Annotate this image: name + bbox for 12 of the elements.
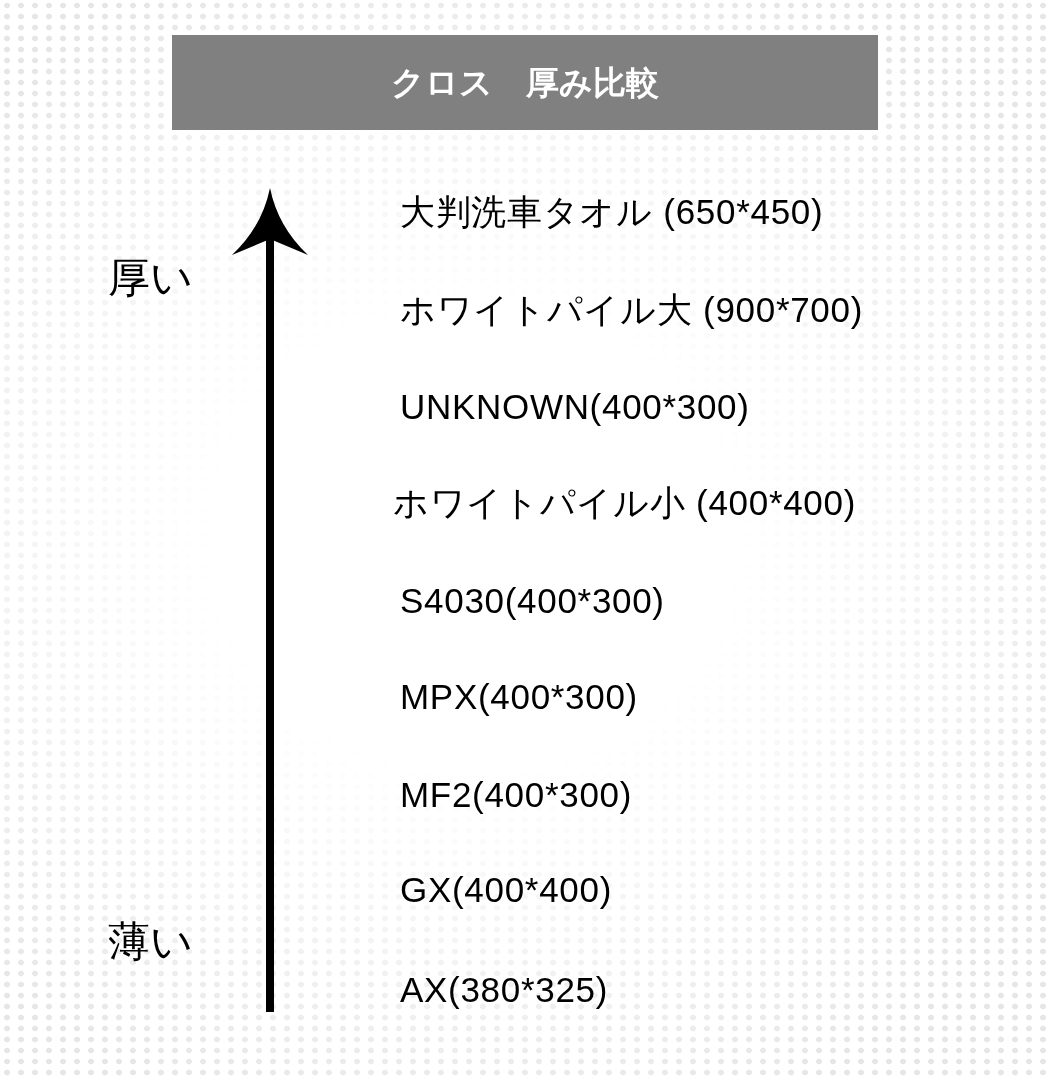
cloth-size-label: ホワイトパイル小 (400*400) [393,482,857,525]
cloth-size-label: UNKNOWN(400*300) [400,386,750,429]
cloth-size-label: AX(380*325) [400,969,609,1012]
title-text: クロス 厚み比較 [391,66,659,99]
axis-end-label: 薄い [108,916,193,967]
cloth-size-label: GX(400*400) [400,869,612,912]
cloth-size-label: S4030(400*300) [400,580,665,623]
axis-end-label: 厚い [108,252,193,303]
cloth-size-label: MF2(400*300) [400,774,633,817]
cloth-size-label: MPX(400*300) [400,676,638,719]
cloth-size-label: 大判洗車タオル (650*450) [400,191,824,234]
cloth-size-label: ホワイトパイル大 (900*700) [400,289,864,332]
